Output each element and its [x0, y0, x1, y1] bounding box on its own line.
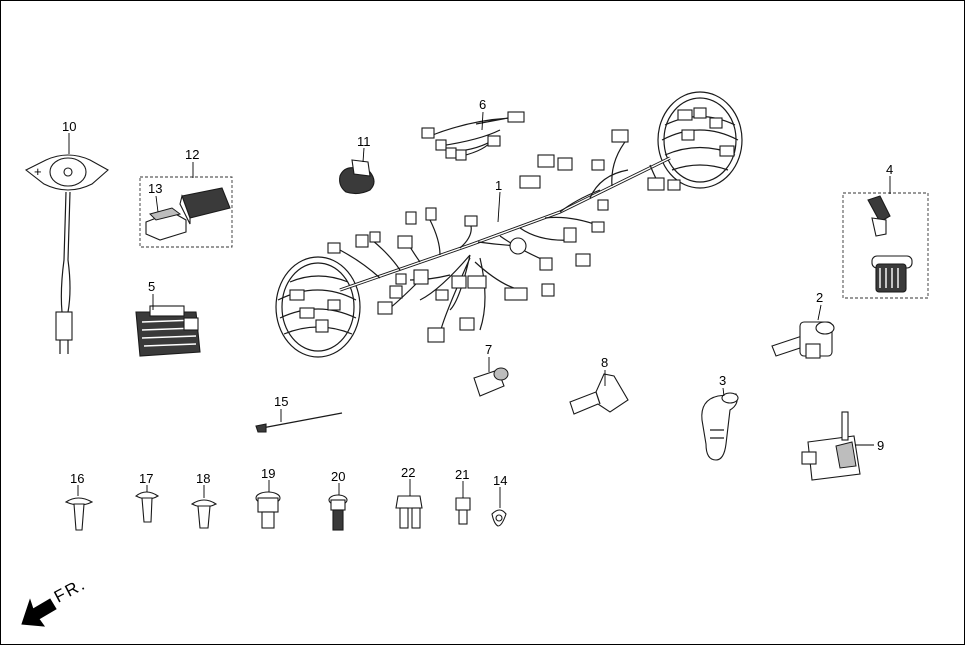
- callout-8: 8: [601, 355, 608, 370]
- callout-5: 5: [148, 279, 155, 294]
- part-22-fuse[interactable]: [395, 495, 423, 529]
- callout-10: 10: [62, 119, 76, 134]
- callout-13: 13: [148, 181, 162, 196]
- callout-22: 22: [401, 465, 415, 480]
- part-19-flange-bolt[interactable]: [255, 491, 281, 529]
- leader-11: [362, 147, 365, 163]
- arrow-down-left-icon: [21, 598, 57, 627]
- callout-1: 1: [495, 178, 502, 193]
- part-12-control-unit[interactable]: [139, 176, 233, 248]
- callout-3: 3: [719, 373, 726, 388]
- callout-12: 12: [185, 147, 199, 162]
- front-direction-indicator: FR.: [21, 574, 89, 627]
- part-11-bulb[interactable]: [339, 159, 375, 195]
- part-1-wiring-harness[interactable]: [275, 91, 743, 358]
- leader-2: [817, 304, 822, 321]
- part-9-ignition-switch[interactable]: [801, 411, 861, 481]
- part-18-screw[interactable]: [190, 499, 218, 529]
- part-4-sensor-assembly[interactable]: [842, 192, 929, 299]
- callout-16: 16: [70, 471, 84, 486]
- part-2-ignition-coil[interactable]: [771, 321, 835, 359]
- part-16-screw[interactable]: [64, 497, 94, 531]
- leader-13: [155, 195, 159, 213]
- part-8-bracket[interactable]: [569, 373, 629, 415]
- callout-14: 14: [493, 473, 507, 488]
- callout-20: 20: [331, 469, 345, 484]
- callout-18: 18: [196, 471, 210, 486]
- leader-1: [497, 191, 501, 223]
- part-14-clip[interactable]: [491, 509, 507, 527]
- part-21-bolt[interactable]: [455, 497, 471, 525]
- part-20-bolt[interactable]: [328, 494, 348, 531]
- part-6-sub-harness[interactable]: [421, 111, 525, 161]
- callout-11: 11: [357, 134, 371, 149]
- part-10-horn[interactable]: +: [24, 154, 109, 354]
- leader-6: [481, 111, 484, 131]
- part-7-relay[interactable]: [473, 367, 509, 397]
- leader-3: [722, 387, 725, 397]
- plus-sign-icon: +: [34, 164, 42, 179]
- callout-7: 7: [485, 342, 492, 357]
- callout-19: 19: [261, 466, 275, 481]
- callout-9: 9: [877, 438, 884, 453]
- part-15-cable-tie[interactable]: [255, 412, 343, 433]
- callout-2: 2: [816, 290, 823, 305]
- callout-17: 17: [139, 471, 153, 486]
- callout-21: 21: [455, 467, 469, 482]
- part-13-relay[interactable]: [145, 207, 187, 241]
- front-label: FR.: [51, 574, 89, 606]
- callout-4: 4: [886, 162, 893, 177]
- part-5-regulator-rectifier[interactable]: [135, 305, 201, 357]
- part-17-screw[interactable]: [134, 491, 160, 523]
- part-3-spark-plug-cap[interactable]: [701, 392, 739, 461]
- callout-15: 15: [274, 394, 288, 409]
- callout-6: 6: [479, 97, 486, 112]
